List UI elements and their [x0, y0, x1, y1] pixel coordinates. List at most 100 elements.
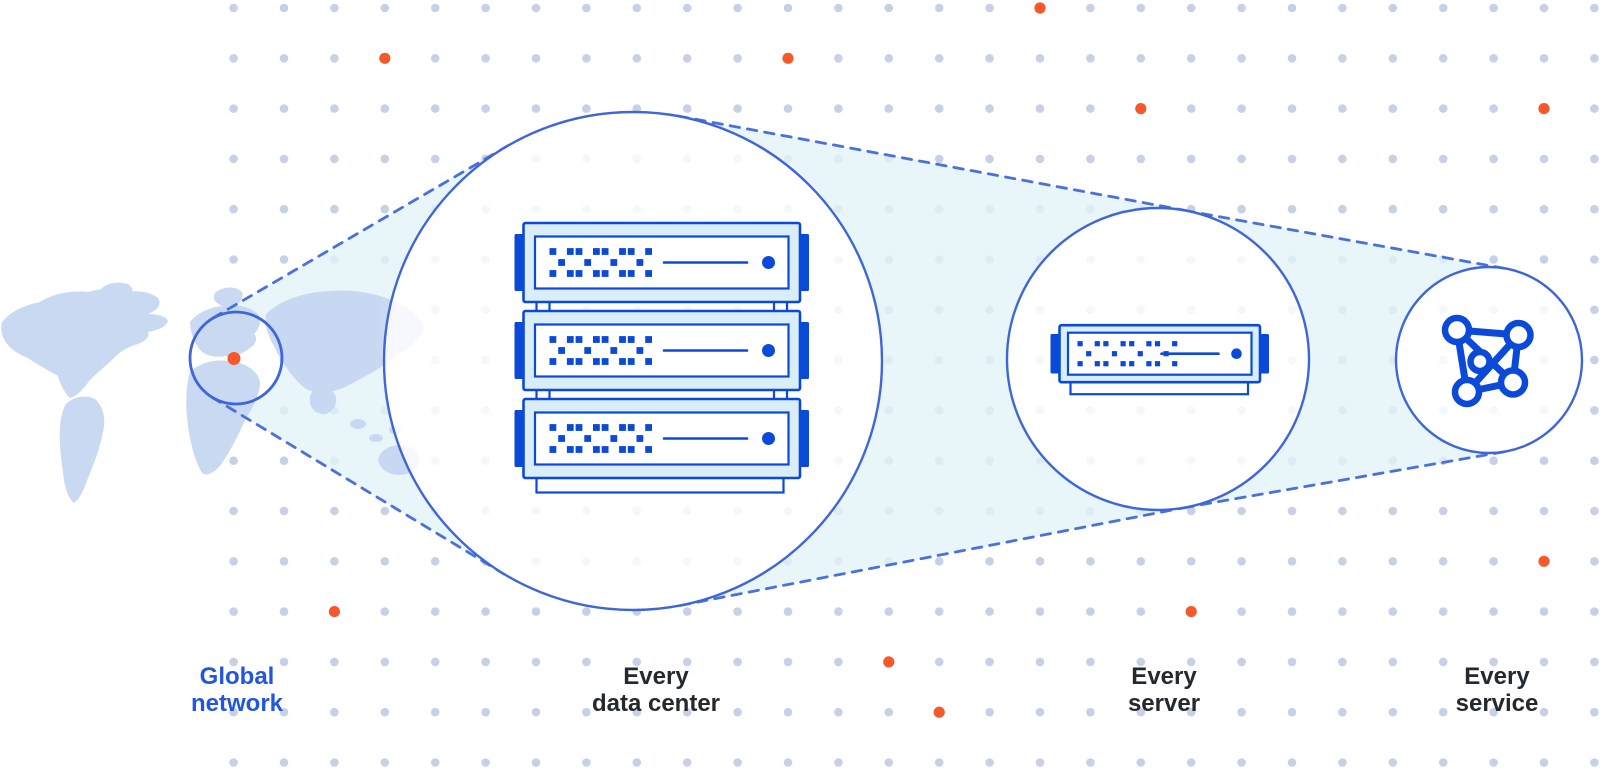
continent-europe — [190, 305, 261, 357]
grid-dot — [985, 607, 994, 616]
grid-dot — [1539, 255, 1549, 264]
grid-dot — [1388, 506, 1398, 516]
grid-dot — [1287, 557, 1297, 566]
grid-dot — [985, 657, 994, 667]
grid-dot — [1338, 557, 1347, 566]
server-led — [762, 256, 775, 269]
grid-dot — [1438, 557, 1448, 566]
grid-dot — [1136, 557, 1146, 566]
grid-dot — [985, 758, 994, 767]
vent-square — [601, 270, 609, 277]
grid-dot — [430, 657, 440, 667]
grid-dot — [1086, 104, 1095, 113]
grid-dot — [682, 54, 692, 63]
grid-dot — [1186, 104, 1196, 113]
grid-dot — [632, 104, 642, 113]
vent-square — [619, 358, 626, 365]
grid-dot — [330, 758, 339, 767]
vent-square — [575, 358, 583, 365]
label-every-server: Every server — [1128, 663, 1200, 717]
vent-square — [558, 435, 565, 442]
grid-dot — [884, 707, 894, 717]
grid-dot — [582, 104, 591, 113]
grid-dot — [834, 657, 843, 667]
vent-square — [619, 446, 626, 453]
vent-square — [549, 336, 557, 343]
grid-dot — [985, 707, 994, 717]
rack-base — [535, 476, 785, 494]
grid-dot — [632, 54, 642, 63]
grid-dot — [1539, 456, 1549, 466]
grid-dot — [1590, 758, 1599, 767]
label-global-network: Global network — [191, 663, 283, 717]
grid-dot — [531, 54, 541, 63]
grid-dot — [1388, 607, 1398, 616]
vent-square — [575, 424, 583, 431]
grid-dot — [279, 255, 289, 264]
vent-square — [601, 336, 609, 343]
grid-dot — [279, 657, 289, 667]
grid-dot — [1590, 305, 1599, 315]
vent-square — [566, 446, 574, 453]
grid-dot — [1539, 506, 1549, 516]
grid-dot — [1035, 557, 1045, 566]
grid-dot — [531, 657, 541, 667]
grid-dot — [1590, 607, 1599, 616]
grid-dot — [985, 54, 994, 63]
continent-south-america — [59, 396, 105, 503]
grid-dot — [1590, 255, 1599, 264]
dash-datacenter-top — [677, 114, 1187, 212]
grid-dot — [1539, 707, 1549, 717]
grid-dot — [985, 3, 994, 13]
grid-dot — [582, 3, 591, 13]
grid-dot — [682, 3, 692, 13]
grid-dot — [1237, 607, 1246, 616]
grid-dot — [1136, 607, 1146, 616]
accent-dot — [1538, 555, 1550, 567]
grid-dot — [531, 707, 541, 717]
vent-square — [549, 424, 557, 431]
grid-dot — [481, 607, 490, 616]
grid-dot — [229, 506, 238, 516]
grid-dot — [380, 3, 390, 13]
grid-dot — [279, 3, 289, 13]
grid-dot — [1438, 758, 1448, 767]
grid-dot — [682, 657, 692, 667]
grid-dot — [1590, 54, 1599, 63]
grid-dot — [430, 154, 440, 164]
grid-dot — [884, 3, 894, 13]
server-led — [762, 344, 775, 357]
continent-africa — [186, 360, 260, 475]
label-line: Every — [1131, 663, 1197, 690]
grid-dot — [1489, 104, 1498, 113]
vent-square — [1172, 341, 1178, 347]
vent-square — [549, 248, 557, 255]
label-line: Global — [199, 663, 275, 690]
grid-dot — [1438, 607, 1448, 616]
vent-square — [1086, 351, 1092, 357]
grid-dot — [1438, 657, 1448, 667]
grid-dot — [733, 104, 742, 113]
grid-dot — [1237, 758, 1246, 767]
grid-dot — [884, 607, 894, 616]
grid-dot — [783, 657, 793, 667]
dash-server-top — [1183, 209, 1507, 271]
vent-square — [1129, 341, 1135, 347]
grid-dot — [1489, 557, 1498, 566]
label-line: server — [1127, 690, 1201, 717]
grid-dot — [330, 707, 339, 717]
globe-highlight-circle — [188, 310, 284, 406]
vent-square — [575, 248, 583, 255]
grid-dot — [834, 104, 843, 113]
grid-dot — [1338, 607, 1347, 616]
grid-dot — [834, 707, 843, 717]
grid-dot — [582, 657, 591, 667]
grid-dot — [1489, 154, 1498, 164]
vent-square — [645, 424, 652, 431]
grid-dot — [1388, 104, 1398, 113]
net-node-bottom-right — [1497, 367, 1529, 398]
grid-dot — [1489, 456, 1498, 466]
accent-dot — [1034, 2, 1046, 14]
grid-dot — [985, 557, 994, 566]
grid-dot — [1237, 104, 1246, 113]
